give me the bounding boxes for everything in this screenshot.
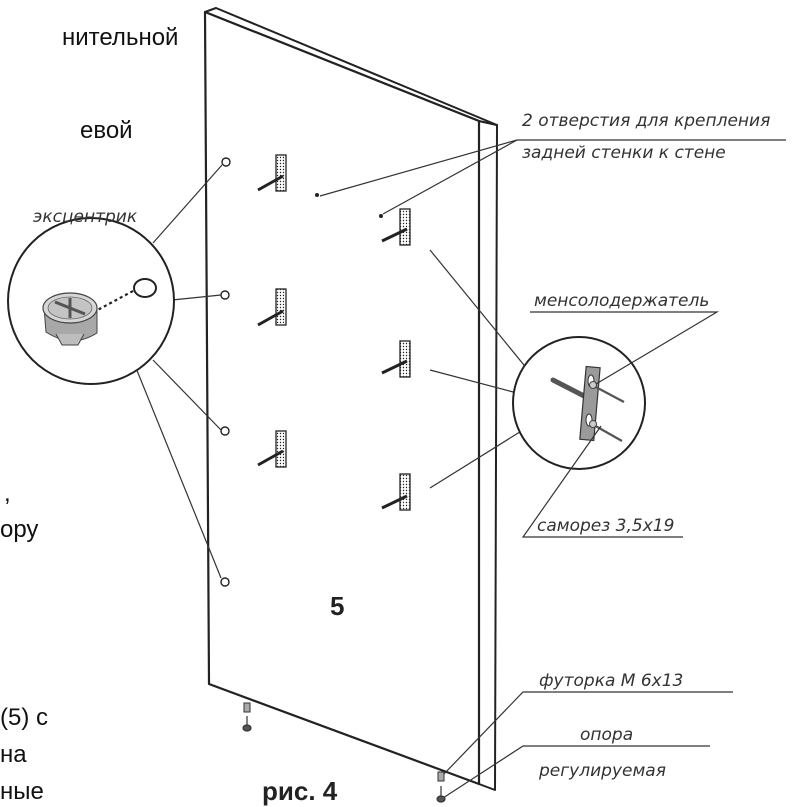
eccentric-hole <box>221 157 231 167</box>
shelf-support <box>399 473 411 511</box>
body-text-fragment: на <box>0 741 27 768</box>
eccentric-cam-icon <box>42 292 98 346</box>
shelf-holder-detail <box>512 336 646 470</box>
wall-mount-hole <box>379 214 383 218</box>
figure-caption: рис. 4 <box>262 776 338 806</box>
screw-icon <box>589 381 625 442</box>
eccentric-hole-detail <box>133 278 157 298</box>
eccentric-hole <box>220 290 230 300</box>
eccentric-detail <box>7 217 175 385</box>
body-text-fragment: ные <box>0 778 44 805</box>
callout-leaders <box>319 139 786 799</box>
eccentric-hole <box>220 426 230 436</box>
shelf-support-group <box>257 154 411 511</box>
shelf-holder-label: менсолодержатель <box>534 291 709 311</box>
screw-label: саморез 3,5х19 <box>537 516 674 536</box>
insert-nut-label: футорка М 6х13 <box>539 671 683 691</box>
adjustable-foot-icon <box>242 716 446 803</box>
body-text-fragment: евой <box>80 117 133 144</box>
shelf-support <box>399 208 411 246</box>
wall-mount-hole <box>315 193 319 197</box>
body-text-fragment: , <box>4 480 11 507</box>
shelf-holder-leaders <box>429 249 529 489</box>
eccentric-leaders <box>135 164 223 579</box>
insert-nut-icon <box>243 702 445 782</box>
shelf-support <box>275 288 287 326</box>
panel-number: 5 <box>330 591 344 621</box>
shelf-support <box>275 430 287 468</box>
body-text-fragment: ору <box>0 516 39 543</box>
shelf-support <box>275 154 287 192</box>
panel-face <box>203 10 481 786</box>
body-text-fragment: (5) с <box>0 704 48 731</box>
foot-label-line1: опора <box>580 725 633 745</box>
eccentric-label: эксцентрик <box>33 207 138 227</box>
body-text-fragment: нительной <box>62 24 179 51</box>
holes-label-line1: 2 отверстия для крепления <box>522 111 770 131</box>
shelf-support <box>399 340 411 378</box>
eccentric-hole <box>220 577 230 587</box>
foot-label-line2: регулируемая <box>538 761 666 781</box>
holes-label-line2: задней стенки к стене <box>522 143 726 163</box>
